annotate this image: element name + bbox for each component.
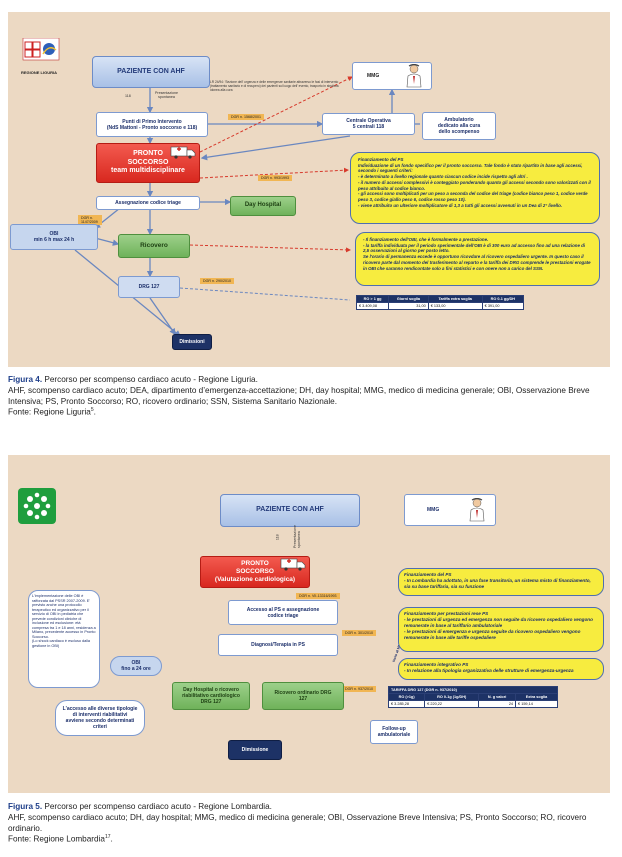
f4-ambulance-icon xyxy=(170,146,196,159)
f4-table-cell: € 133,00 xyxy=(427,302,483,310)
f4-finance-ps-title: Finanziamento del PS xyxy=(358,157,404,162)
f4-table-cell: € 3.409,08 xyxy=(355,302,390,310)
f4-ambulatory-node: Ambulatorio dedicato alla cura dello sco… xyxy=(422,112,496,140)
f5-caption-source: Fonte: Regione Lombardia xyxy=(8,835,105,845)
f4-table-cell: € 391,00 xyxy=(481,302,525,310)
f4-dgr-tag-1: DGR n. 1568/2001 xyxy=(228,114,264,120)
f4-finance-ps-line-2: - è determinato a livello regionale quan… xyxy=(358,174,528,180)
f4-spontaneous-label: Presentazione spontanea xyxy=(155,91,178,100)
f5-dgr-tag-1: DGR n. VII-13316/1993 xyxy=(296,593,340,599)
f4-caption-abbrev: AHF, scompenso cardiaco acuto; DEA, dipa… xyxy=(8,385,590,406)
f5-table-cell: 24 xyxy=(478,700,517,708)
f5-doctor-icon xyxy=(469,498,485,522)
f5-finance-ps-title: Finanziamento del PS xyxy=(404,572,452,577)
f5-table-cell: € 3.285,28 xyxy=(387,700,426,708)
f5-caption-abbrev: AHF, scompenso cardiaco acuto; DH, day h… xyxy=(8,812,587,833)
f5-mmg-label: MMG xyxy=(427,507,440,513)
f4-table-header: Tariffa extra soglia xyxy=(427,295,483,303)
f4-finance-ps-line-4: - gli accessi sono moltiplicati per un p… xyxy=(358,191,588,203)
f4-patient-node: PAZIENTE CON AHF xyxy=(92,56,210,88)
lombardia-logo xyxy=(18,488,56,524)
f5-dh-node: Day Hospital o ricovero riabilitativo ca… xyxy=(172,682,250,710)
f5-ambulance-icon xyxy=(280,558,306,571)
f5-finance-int-text: - In relazione alla tipologia organizzat… xyxy=(404,667,574,673)
f4-caption-title: Percorso per scompenso cardiaco acuto - … xyxy=(44,375,258,384)
f4-finance-ps-line-3: - il numero di accessi complessivi è con… xyxy=(358,179,591,191)
f4-caption-ref: 5 xyxy=(90,407,94,414)
f4-drg-node: DRG 127 xyxy=(118,276,180,298)
f4-table-cell: 31,00 xyxy=(388,302,429,310)
f5-finance-box-ps: Finanziamento del PS - In Lombardia ha a… xyxy=(398,568,604,596)
f4-tariff-table: RO > 1 gg Giorni soglia Tariffa extra so… xyxy=(355,295,525,310)
f5-table-header: RO (>1g) xyxy=(387,693,426,701)
f4-118-label: 118 xyxy=(125,94,131,98)
f4-finance-box-obi: - Il finanziamento dell'OBI, che è forma… xyxy=(355,232,600,286)
f4-caption-label: Figura 4. xyxy=(8,375,43,384)
f5-rehab-node: L'accesso alle diverse tipologie di inte… xyxy=(55,700,145,736)
f4-first-aid-node: Punti di Primo Intervento (NdS Mattoni -… xyxy=(96,112,208,137)
f4-obi-node: OBI min 6 h max 24 h xyxy=(10,224,98,250)
f4-caption: Figura 4. Percorso per scompenso cardiac… xyxy=(8,375,614,419)
f5-dimissione-node: Dimissione xyxy=(228,740,282,760)
f4-finance-ps-line-5: - viene attribuito un ulteriore moltipli… xyxy=(358,202,563,208)
f5-table-cell: € 159,14 xyxy=(515,700,558,708)
f5-patient-node: PAZIENTE CON AHF xyxy=(220,494,360,527)
f4-central-ops-node: Centrale Operativa 5 centrali 118 xyxy=(322,113,415,135)
f5-finance-prest-line-2: - le prestazioni di emergenza e urgenza … xyxy=(404,628,581,640)
f5-finance-prest-line-1: - le prestazioni di urgenza ed emergenza… xyxy=(404,616,593,628)
f5-caption-title: Percorso per scompenso cardiaco acuto - … xyxy=(44,802,272,811)
f5-table-header: N. g valori xyxy=(478,693,517,701)
f5-dgr-tag-3: DGR n. 937/2010 xyxy=(342,686,376,692)
f5-finance-box-prestazioni: Finanziamento per prestazioni rese PS - … xyxy=(398,607,604,652)
f4-dgr-tag-3: DGR n. 1147/2009 xyxy=(78,215,102,225)
f4-caption-source: Fonte: Regione Liguria xyxy=(8,408,91,418)
f5-access-node: Accesso al PS e assegnazione codice tria… xyxy=(228,600,338,625)
f4-doctor-icon xyxy=(406,64,422,88)
f5-side-note: L'implementazione delle OBI è rafforzata… xyxy=(28,590,100,688)
f4-ricovero-node: Ricovero xyxy=(118,234,190,258)
f5-finance-box-integrativo: Finanziamento integrativo PS - In relazi… xyxy=(398,658,604,680)
f4-finance-obi-line-2: - la tariffa individuata per il periodo … xyxy=(363,242,586,254)
f5-118-label: 118 xyxy=(275,534,280,541)
f4-table-header: RO 0-1 gg/DH xyxy=(481,295,525,303)
f4-finance-obi-line-1: - Il finanziamento dell'OBI, che è forma… xyxy=(363,237,489,242)
f4-table-header: Giorni soglia xyxy=(388,295,429,303)
f5-spontaneous-label: Presentazione spontanea xyxy=(293,524,302,548)
liguria-region-label: REGIONE LIGURIA xyxy=(21,70,58,75)
f5-ro-node: Ricovero ordinario DRG 127 xyxy=(262,682,344,710)
f5-followup-node: Follow-up ambulatoriale xyxy=(370,720,418,744)
f4-finance-obi-line-3: Se l'orario di permanenza eccede è oppor… xyxy=(363,254,591,271)
f5-diag-node: Diagnosi/Terapia in PS xyxy=(218,634,338,656)
f4-finance-box-ps: Finanziamento del PS Individuazione di u… xyxy=(350,152,600,224)
f4-triage-node: Assegnazione codice triage xyxy=(96,196,200,210)
f4-dimissioni-node: Dimissioni xyxy=(172,334,212,350)
f5-finance-ps-text: - In Lombardia ha adottato, in una fase … xyxy=(404,577,591,589)
f4-dgr-tag-4: DGR n. 290/2010 xyxy=(200,278,234,284)
f5-table-title: TARIFFA DRG 127 (DGR n. 937/2010) xyxy=(388,686,558,694)
f5-table-header: RO 0-1g (1g/DH) xyxy=(424,693,480,701)
f5-ps-node: PRONTO SOCCORSO (Valutazione cardiologic… xyxy=(200,556,310,588)
f5-obi-node: OBI fino a 24 ore xyxy=(110,656,162,676)
f5-tariff-table: TARIFFA DRG 127 (DGR n. 937/2010) RO (>1… xyxy=(387,686,558,708)
f5-caption: Figura 5. Percorso per scompenso cardiac… xyxy=(8,802,614,846)
liguria-logo xyxy=(20,37,62,68)
f4-finance-ps-line-1: Individuazione di un fondo specifico per… xyxy=(358,162,583,174)
f4-mmg-label: MMG xyxy=(367,73,380,79)
f5-caption-label: Figura 5. xyxy=(8,802,43,811)
f5-finance-int-title: Finanziamento integrativo PS xyxy=(404,662,469,667)
f4-dgr-tag-2: DGR n. 993/1993 xyxy=(258,175,292,181)
f4-table-header: RO > 1 gg xyxy=(355,295,390,303)
f5-dgr-tag-2: DGR n. 301/2010 xyxy=(342,630,376,636)
f5-caption-ref: 17 xyxy=(104,834,111,841)
f5-table-header: Extra soglia xyxy=(515,693,558,701)
f4-lr-note: LR 24/94: 'Sezione dell' urgenza e delle… xyxy=(210,80,339,92)
f5-finance-prest-title: Finanziamento per prestazioni rese PS xyxy=(404,611,489,616)
f5-table-cell: € 220,22 xyxy=(424,700,480,708)
f4-day-hospital-node: Day Hospital xyxy=(230,196,296,216)
